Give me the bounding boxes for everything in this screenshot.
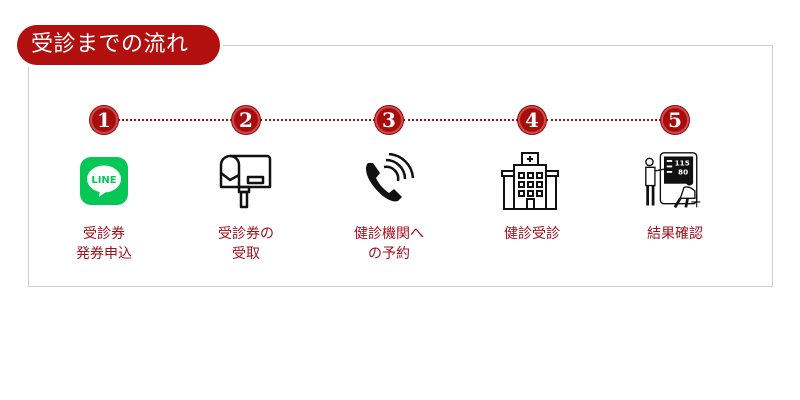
step-label-2-line2: 受取 xyxy=(232,246,260,262)
connector-4-5 xyxy=(546,119,661,121)
step-label-3-line2: の予約 xyxy=(368,246,410,262)
step-number-2: 2 xyxy=(232,106,260,134)
step-label-3-line1: 健診機関へ xyxy=(354,226,424,242)
section-title: 受診までの流れ xyxy=(17,25,220,65)
flow-frame xyxy=(28,45,773,287)
connector-2-3 xyxy=(260,119,375,121)
step-label-2: 受診券の 受取 xyxy=(176,224,316,264)
step-number-4: 4 xyxy=(518,106,546,134)
connector-3-4 xyxy=(403,119,518,121)
diastolic-value: 80 xyxy=(678,168,688,177)
step-number-1: 1 xyxy=(90,106,118,134)
step-label-2-line1: 受診券の xyxy=(218,226,274,242)
systolic-value: 115 xyxy=(675,159,690,168)
step-number-5: 5 xyxy=(661,106,689,134)
hospital-icon xyxy=(500,148,560,214)
step-label-1-line1: 受診券 xyxy=(83,226,125,242)
medical-checkup-illustration: 115 80 xyxy=(644,148,704,214)
step-label-1: 受診券 発券申込 xyxy=(34,224,174,264)
step-label-3: 健診機関へ の予約 xyxy=(319,224,459,264)
step-label-4: 健診受診 xyxy=(462,224,602,244)
step-label-5-line1: 結果確認 xyxy=(647,226,703,242)
line-app-icon: LINE xyxy=(74,148,134,214)
step-label-5: 結果確認 xyxy=(605,224,745,244)
line-logo-text: LINE xyxy=(91,175,116,186)
step-label-1-line2: 発券申込 xyxy=(76,246,132,262)
connector-1-2 xyxy=(118,119,232,121)
phone-call-icon xyxy=(358,148,418,214)
step-label-4-line1: 健診受診 xyxy=(504,226,560,242)
step-number-3: 3 xyxy=(375,106,403,134)
mailbox-icon xyxy=(215,148,275,214)
